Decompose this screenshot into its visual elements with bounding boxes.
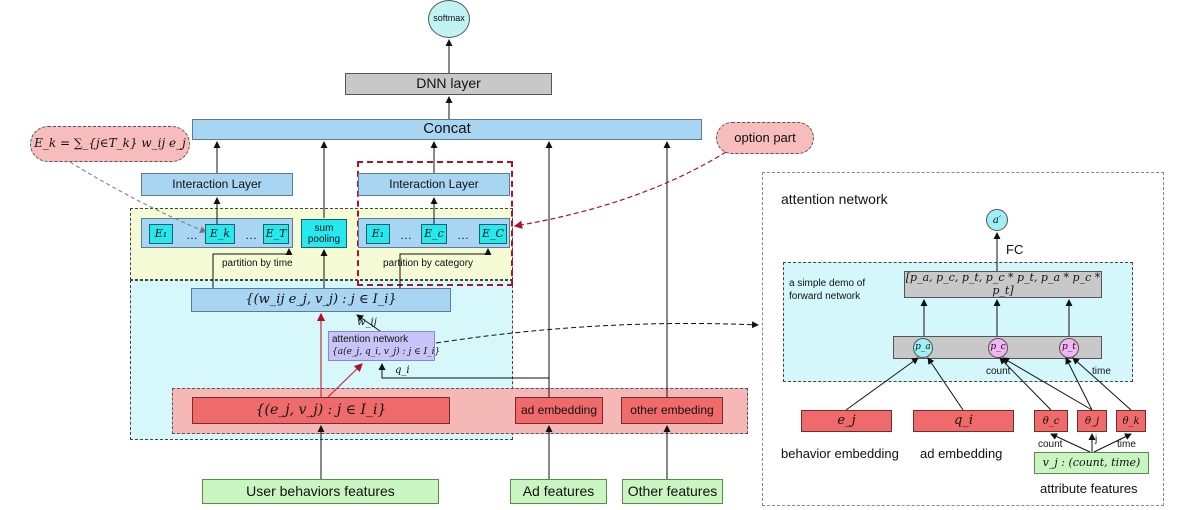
j-label: j xyxy=(1095,434,1098,445)
feature-vector: [p_a, p_c, p_t, p_c * p_t, p_a * p_c * p… xyxy=(904,271,1102,298)
weighted-behavior-set: {(w_ij e_j, v_j) : j ∈ I_i} xyxy=(191,288,451,312)
fc-label: FC xyxy=(1006,242,1024,257)
forward-network-demo-label: a simple demo of forward network xyxy=(789,278,866,302)
softmax-node: softmax xyxy=(428,0,470,38)
time-label-2: time xyxy=(1117,439,1136,450)
ad-embedding-label: ad embedding xyxy=(920,446,1003,461)
other-embedding: other embeding xyxy=(621,397,723,424)
category-e1: E₁ xyxy=(366,224,390,244)
ek-formula-cloud: E_k = ∑_{j∈T_k} w_ij e_j xyxy=(30,126,190,162)
attribute-features-label: attribute features xyxy=(1040,481,1138,496)
category-dots-2: … xyxy=(457,228,469,242)
behavior-embedding-label: behavior embedding xyxy=(781,446,899,461)
time-e1: E₁ xyxy=(149,224,173,244)
time-dots-2: … xyxy=(245,228,257,242)
ad-features: Ad features xyxy=(510,479,607,504)
attention-network-small: attention network {a(e_j, q_i, v_j) : j … xyxy=(328,331,440,361)
concat-layer: Concat xyxy=(192,119,702,140)
other-features: Other features xyxy=(622,479,723,504)
time-dots-1: … xyxy=(186,228,198,242)
count-label-2: count xyxy=(1038,439,1063,450)
attention-network-small-title: attention network xyxy=(332,334,409,345)
time-et: E_T xyxy=(263,224,289,244)
attention-panel-title: attention network xyxy=(781,191,888,207)
p-a-node: p_a xyxy=(913,338,933,358)
dnn-layer: DNN layer xyxy=(345,73,552,95)
ek-formula: E_k = ∑_{j∈T_k} w_ij e_j xyxy=(34,136,186,151)
category-dots-1: … xyxy=(400,228,412,242)
interaction-layer-category: Interaction Layer xyxy=(358,173,510,196)
sum-pooling: sum pooling xyxy=(301,219,347,248)
p-c-node: p_c xyxy=(988,338,1008,358)
interaction-layer-time: Interaction Layer xyxy=(141,173,293,196)
category-ec: E_c xyxy=(421,224,447,244)
q-i-box: q_i xyxy=(913,410,1014,432)
v-j-box: v_j : (count, time) xyxy=(1034,452,1149,474)
theta-j-box: θ_j xyxy=(1077,410,1107,432)
count-label: count xyxy=(986,366,1011,377)
a-prime-node: a′ xyxy=(986,209,1008,231)
theta-k-box: θ_k xyxy=(1116,410,1146,432)
time-label: time xyxy=(1092,366,1111,377)
theta-c-box: θ_c xyxy=(1034,410,1068,432)
user-behaviors-features: User behaviors features xyxy=(202,479,439,504)
q-i-label: q_i xyxy=(395,365,410,376)
partition-by-category-label: partition by category xyxy=(383,258,474,269)
behavior-set: {(e_j, v_j) : j ∈ I_i} xyxy=(192,397,450,424)
category-eC: E_C xyxy=(479,224,507,244)
time-ek: E_k xyxy=(205,224,235,244)
e-j-box: e_j xyxy=(801,410,892,432)
option-part-cloud: option part xyxy=(716,122,814,154)
option-part-label: option part xyxy=(734,129,796,145)
partition-by-time-label: partition by time xyxy=(222,258,293,269)
attention-network-small-formula: {a(e_j, q_i, v_j) : j ∈ I_i} xyxy=(332,347,441,357)
ad-embedding: ad embedding xyxy=(515,397,603,424)
